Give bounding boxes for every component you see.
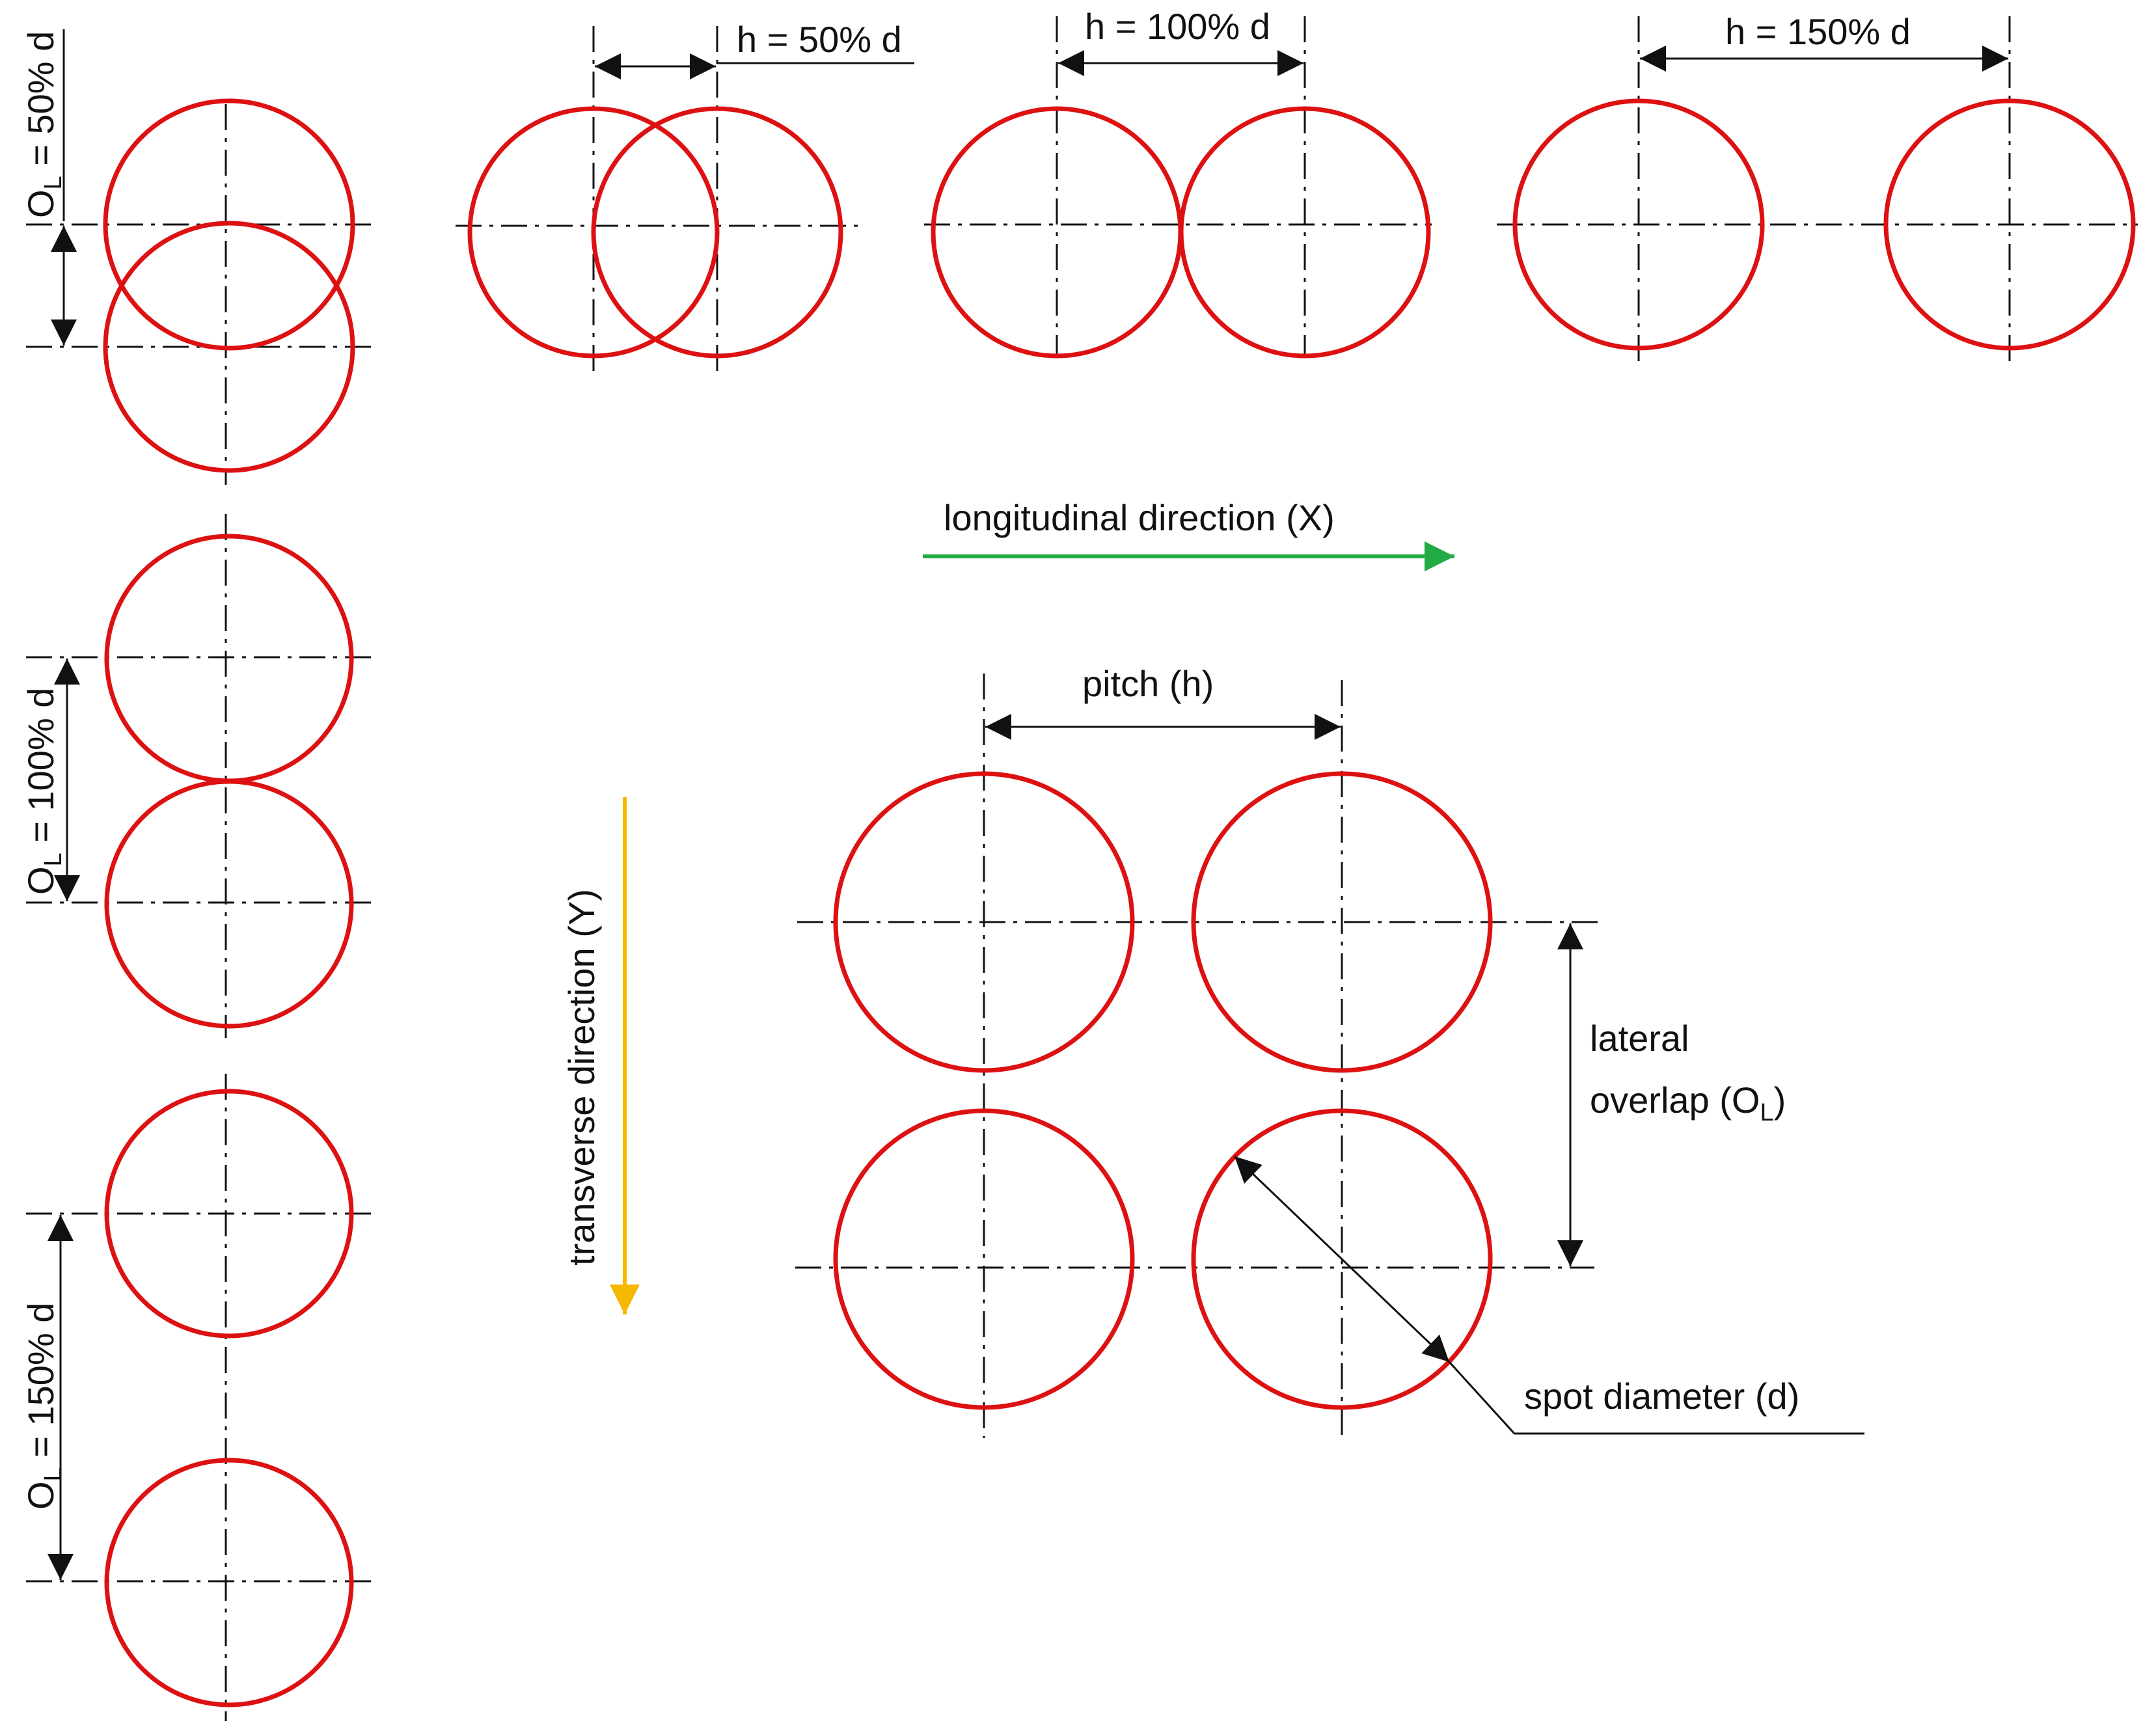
laser-spot: [103, 98, 355, 351]
ol50-label: OL = 50% d: [20, 31, 67, 218]
spot-diameter-label: spot diameter (d): [1524, 1376, 1799, 1417]
laser-spot: [467, 106, 720, 359]
top-h50-group: h = 50% d: [456, 19, 914, 374]
transverse-direction: transverse direction (Y): [561, 797, 640, 1314]
laser-spot: [1883, 98, 2136, 351]
laser-spot: [1191, 771, 1493, 1073]
transverse-label: transverse direction (Y): [561, 889, 602, 1266]
top-h100-group: h = 100% d: [924, 6, 1432, 359]
laser-spot: [1179, 106, 1431, 359]
longitudinal-label: longitudinal direction (X): [944, 497, 1335, 538]
ol100-label: OL = 100% d: [20, 688, 67, 895]
label-leader: [1448, 1361, 1516, 1435]
lateral-overlap-label-line2: overlap (OL): [1590, 1080, 1786, 1126]
left-ol150-group: OL = 150% d: [20, 1074, 374, 1721]
laser-spot: [1512, 98, 1765, 351]
longitudinal-direction: longitudinal direction (X): [923, 497, 1454, 571]
laser-spot: [104, 779, 354, 1029]
h50-label: h = 50% d: [737, 19, 902, 60]
laser-spot: [104, 1458, 354, 1707]
pitch-label: pitch (h): [1082, 663, 1214, 704]
laser-spot: [833, 1108, 1135, 1410]
laser-spot: [103, 221, 355, 473]
left-ol50-group: OL = 50% d: [20, 29, 374, 485]
left-ol100-group: OL = 100% d: [20, 514, 374, 1038]
laser-spot: [104, 534, 354, 783]
h100-label: h = 100% d: [1085, 6, 1270, 47]
top-h150-group: h = 150% d: [1497, 11, 2138, 368]
laser-spot: [591, 106, 843, 359]
laser-spot: [1191, 1108, 1493, 1410]
laser-spot: [833, 771, 1135, 1073]
definition-grid: pitch (h) lateral overlap (OL) spot diam…: [795, 663, 1864, 1441]
spot-diameter-arrow: [1233, 1155, 1451, 1363]
laser-spot: [104, 1089, 354, 1339]
lateral-overlap-label: lateral: [1590, 1018, 1689, 1059]
h150-label: h = 150% d: [1725, 11, 1911, 52]
ol150-label: OL = 150% d: [20, 1303, 67, 1510]
